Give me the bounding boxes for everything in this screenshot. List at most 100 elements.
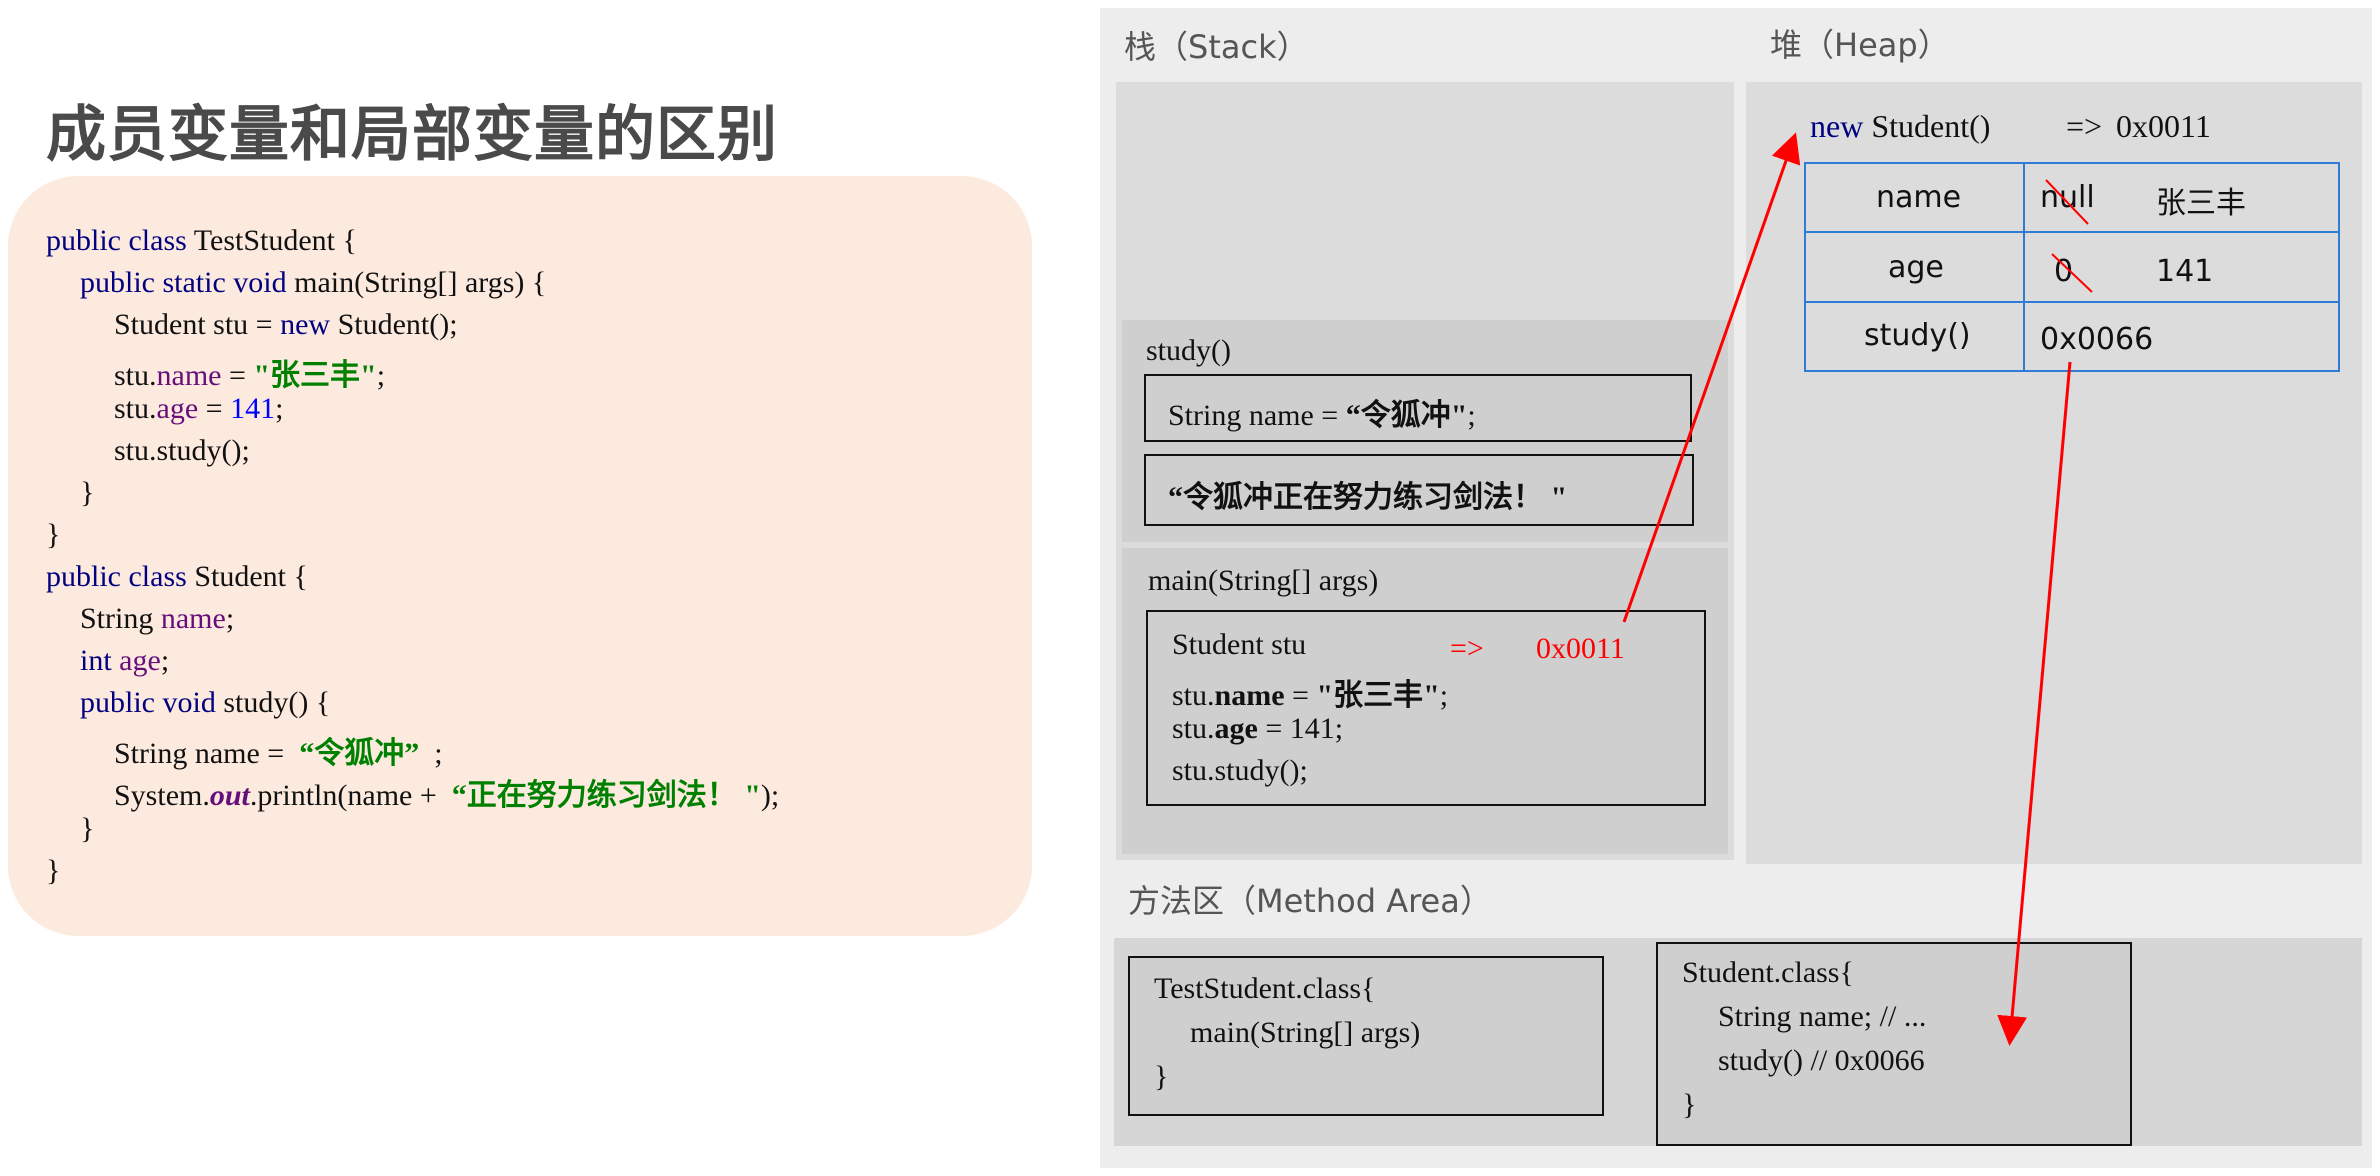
code-line: } bbox=[46, 854, 61, 887]
code-text: study() { bbox=[215, 686, 331, 719]
code-text: stu. bbox=[1172, 712, 1215, 745]
heap-method-address: 0x0066 bbox=[2040, 322, 2154, 357]
code-keyword: new bbox=[1810, 108, 1864, 144]
class-line: String name; // ... bbox=[1718, 1000, 1927, 1033]
code-text: = bbox=[221, 359, 254, 392]
study-output-text: “令狐冲正在努力练习剑法！ " bbox=[1168, 481, 1568, 514]
main-call-study: stu.study(); bbox=[1172, 754, 1308, 787]
study-output-box: “令狐冲正在努力练习剑法！ " bbox=[1144, 454, 1694, 526]
code-keyword: public void bbox=[80, 686, 216, 719]
heap-old-value: null bbox=[2040, 180, 2095, 215]
code-static-field: out bbox=[209, 779, 250, 812]
study-frame-label: study() bbox=[1146, 334, 1231, 367]
test-student-class-box: TestStudent.class{ main(String[] args) } bbox=[1128, 956, 1604, 1116]
code-text: Student() bbox=[1863, 108, 1991, 144]
code-keyword: public static void bbox=[80, 266, 287, 299]
stack-label: 栈（Stack） bbox=[1124, 28, 1309, 66]
code-number: 141 bbox=[230, 392, 276, 425]
code-field: age bbox=[1214, 712, 1258, 745]
code-field: name bbox=[156, 359, 222, 392]
heap-field-name: name bbox=[1876, 180, 1962, 215]
code-string: “令狐冲” bbox=[299, 737, 420, 770]
code-line: public class Student { bbox=[46, 560, 308, 594]
code-text: TestStudent { bbox=[186, 224, 357, 257]
study-local-var: String name = “令狐冲"; bbox=[1168, 390, 1476, 434]
method-area-label: 方法区（Method Area） bbox=[1128, 882, 1492, 920]
code-line: public static void main(String[] args) { bbox=[80, 266, 546, 300]
page-title: 成员变量和局部变量的区别 bbox=[46, 100, 778, 170]
student-class-box: Student.class{ String name; // ... study… bbox=[1656, 942, 2132, 1146]
code-string: “令狐冲" bbox=[1345, 399, 1468, 432]
heap-object-address: 0x0011 bbox=[2116, 108, 2211, 144]
code-field: age bbox=[156, 392, 199, 425]
heap-label: 堆（Heap） bbox=[1770, 26, 1950, 64]
code-string: “正在努力练习剑法！ " bbox=[451, 779, 761, 812]
code-text: ; bbox=[1467, 399, 1476, 432]
code-field: name bbox=[1214, 679, 1285, 712]
heap-object-header: new Student() bbox=[1810, 108, 1990, 145]
code-line: } bbox=[80, 476, 95, 509]
code-text: String name = bbox=[114, 737, 300, 770]
code-keyword: public class bbox=[46, 224, 187, 257]
code-text: ; bbox=[275, 392, 284, 425]
heap-field-name: study() bbox=[1864, 318, 1971, 353]
code-line: stu.age = 141; bbox=[114, 392, 283, 426]
code-text: System. bbox=[114, 779, 210, 812]
class-line: Student.class{ bbox=[1682, 956, 1854, 989]
code-line: public void study() { bbox=[80, 686, 330, 720]
code-text: stu. bbox=[114, 359, 157, 392]
code-field: age bbox=[119, 644, 161, 677]
code-line: stu.name = "张三丰"; bbox=[114, 350, 385, 394]
code-string: "张三丰" bbox=[253, 359, 377, 392]
heap-object-table bbox=[1804, 162, 2340, 372]
main-frame-box: Student stu => 0x0011 stu.name = "张三丰"; … bbox=[1146, 610, 1706, 806]
code-text: Student { bbox=[186, 560, 308, 593]
study-local-var-box: String name = “令狐冲"; bbox=[1144, 374, 1692, 442]
main-frame-label: main(String[] args) bbox=[1148, 564, 1379, 597]
reference-arrow-text: => bbox=[1450, 632, 1484, 665]
class-line: study() // 0x0066 bbox=[1718, 1044, 1925, 1077]
code-line: } bbox=[46, 518, 61, 551]
reference-address: 0x0011 bbox=[1536, 632, 1625, 665]
code-text: ; bbox=[160, 644, 170, 677]
code-text: = bbox=[1284, 679, 1317, 712]
code-text: Student stu = bbox=[114, 308, 281, 341]
code-text: stu. bbox=[1172, 679, 1215, 712]
heap-old-value: 0 bbox=[2054, 254, 2074, 289]
code-line: public class TestStudent { bbox=[46, 224, 357, 258]
code-line: String name = “令狐冲” ; bbox=[114, 728, 443, 772]
strike-null-mark bbox=[2045, 179, 2089, 225]
code-line: stu.study(); bbox=[114, 434, 250, 467]
class-line: TestStudent.class{ bbox=[1154, 972, 1376, 1005]
code-string: "张三丰" bbox=[1316, 679, 1440, 712]
code-line: int age; bbox=[80, 644, 169, 678]
main-stu-var: Student stu bbox=[1172, 628, 1307, 661]
heap-field-value: 张三丰 bbox=[2156, 186, 2246, 221]
class-line: } bbox=[1154, 1060, 1169, 1093]
code-text: ; bbox=[225, 602, 235, 635]
code-text: String bbox=[80, 602, 161, 635]
heap-field-value: 141 bbox=[2156, 254, 2214, 289]
code-text: = 141; bbox=[1257, 712, 1344, 745]
stack-to-heap-arrow bbox=[1622, 132, 1801, 623]
code-keyword: public class bbox=[46, 560, 187, 593]
code-text: .println(name + bbox=[249, 779, 452, 812]
code-text: ); bbox=[760, 779, 780, 812]
code-line: String name; bbox=[80, 602, 234, 636]
code-keyword: new bbox=[280, 308, 331, 341]
code-line: System.out.println(name + “正在努力练习剑法！ "); bbox=[114, 770, 779, 814]
main-assign-age: stu.age = 141; bbox=[1172, 712, 1343, 746]
code-panel: public class TestStudent { public static… bbox=[8, 176, 1032, 936]
class-line: main(String[] args) bbox=[1190, 1016, 1421, 1049]
code-keyword: int bbox=[80, 644, 112, 677]
code-text: main(String[] args) { bbox=[286, 266, 547, 299]
heap-arrow-text: => bbox=[2066, 108, 2103, 144]
code-text: ; bbox=[376, 359, 386, 392]
code-line: Student stu = new Student(); bbox=[114, 308, 458, 342]
code-text: Student(); bbox=[330, 308, 458, 341]
code-text: ; bbox=[419, 737, 443, 770]
heap-field-name: age bbox=[1888, 250, 1944, 285]
code-field: name bbox=[160, 602, 226, 635]
